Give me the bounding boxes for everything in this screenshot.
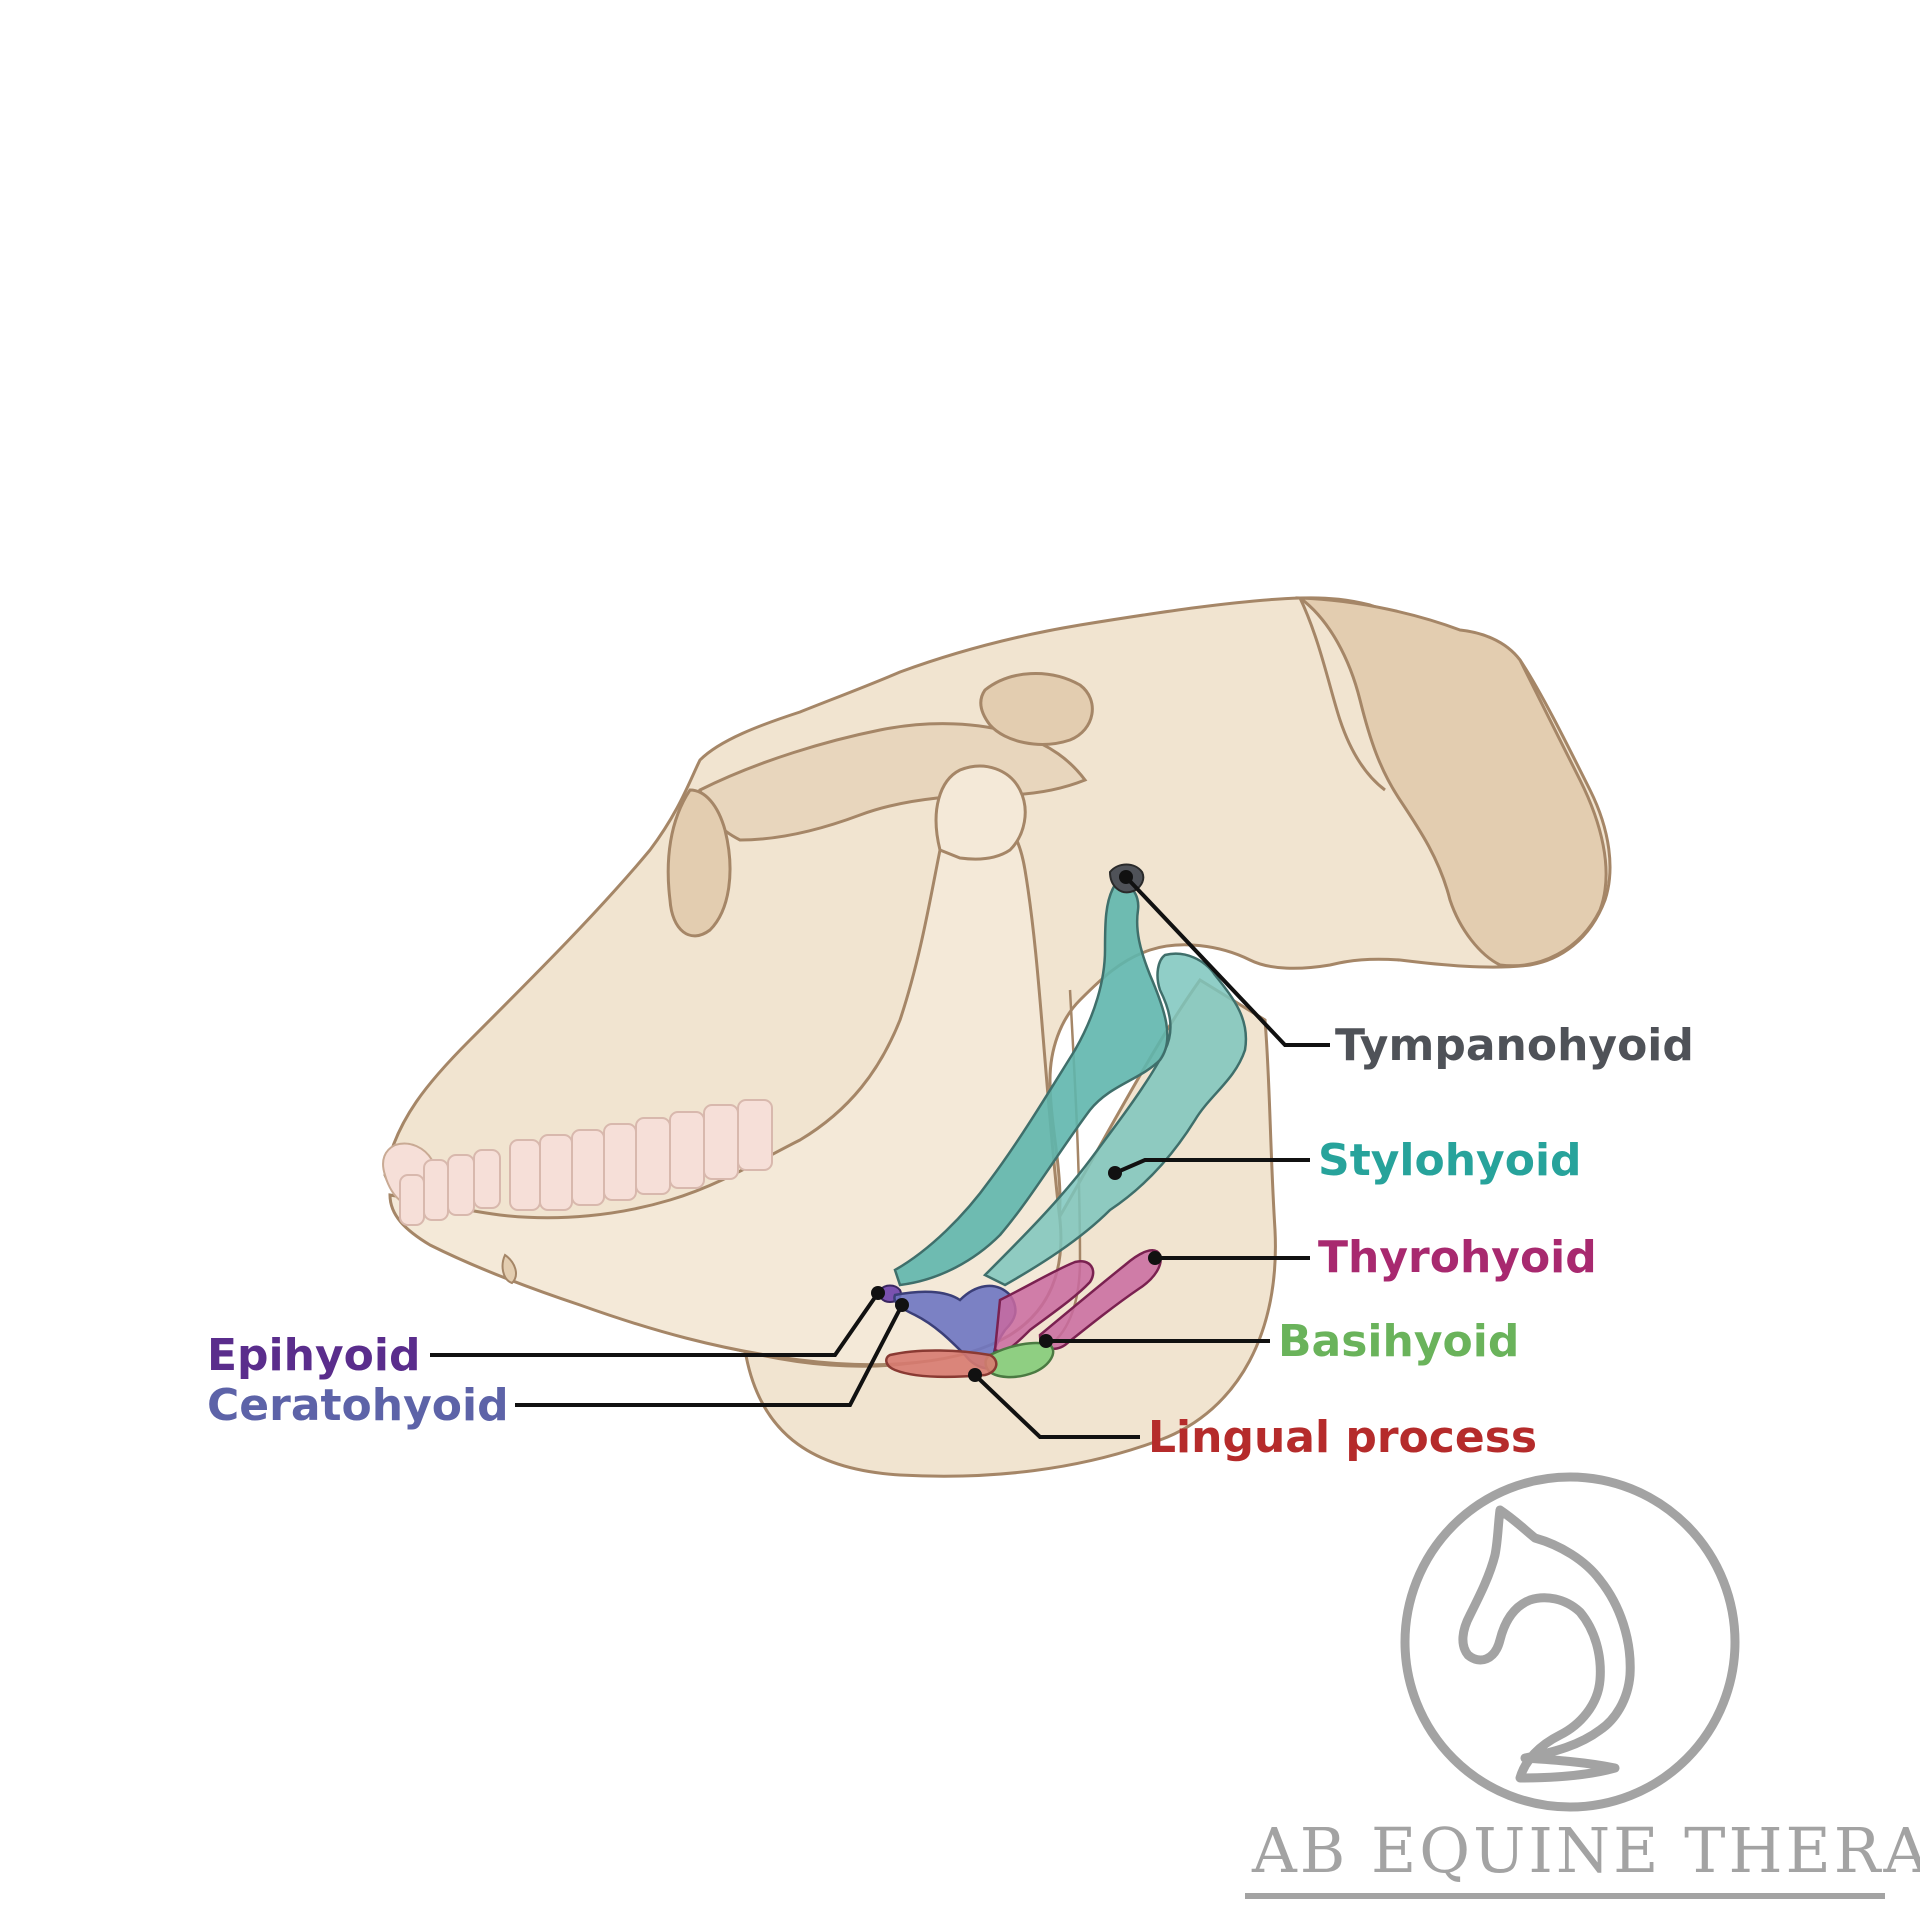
leader-dot: [1148, 1251, 1162, 1265]
stylohyoid-bone-front: [893, 882, 1169, 1287]
brand-underline: [1245, 1893, 1885, 1899]
leader-dot: [1108, 1166, 1122, 1180]
tooth: [447, 1154, 475, 1216]
facial-crest: [666, 788, 732, 938]
hyoid-apparatus: [878, 863, 1248, 1379]
mental-foramen: [501, 1253, 517, 1285]
thyrohyoid-bone: [993, 1259, 1095, 1353]
leader-dot: [1039, 1334, 1053, 1348]
tooth: [635, 1117, 671, 1195]
logo-ring: [1400, 1472, 1740, 1812]
coronoid-process: [934, 764, 1027, 861]
tooth: [737, 1099, 773, 1171]
label-basihyoid: Basihyoid: [1278, 1316, 1519, 1367]
nuchal-crest: [1298, 597, 1386, 792]
tooth: [399, 1174, 425, 1226]
leader-line-stylohyoid: [1114, 1158, 1310, 1175]
label-tympanohyoid: Tympanohyoid: [1335, 1020, 1694, 1071]
thyrohyoid-bone-rear: [1038, 1249, 1162, 1351]
zygomatic-arch: [698, 722, 1088, 842]
occipital-region: [1295, 596, 1608, 968]
label-lingual-process: Lingual process: [1148, 1412, 1537, 1463]
tooth: [509, 1139, 541, 1211]
leader-dot: [895, 1298, 909, 1312]
tooth: [423, 1159, 449, 1221]
label-stylohyoid: Stylohyoid: [1318, 1135, 1582, 1186]
leader-line-tympanohyoid: [1124, 875, 1330, 1047]
leader-line-ceratohyoid: [515, 1304, 904, 1407]
tooth: [571, 1129, 605, 1206]
tooth: [703, 1104, 739, 1180]
orbit: [979, 672, 1094, 746]
tooth: [669, 1111, 705, 1189]
tooth: [539, 1134, 573, 1211]
leader-dot: [968, 1368, 982, 1382]
leader-dots: [871, 870, 1162, 1382]
leader-line-lingual-process: [973, 1373, 1140, 1439]
leader-lines: [430, 875, 1330, 1439]
mandible-body: [388, 812, 1063, 1367]
horse-head-icon: [1458, 1505, 1635, 1783]
label-epihyoid: Epihyoid: [207, 1330, 420, 1381]
label-ceratohyoid: Ceratohyoid: [207, 1380, 509, 1431]
tooth: [473, 1149, 501, 1209]
brand-logo: [1400, 1472, 1740, 1812]
cheek-teeth-row: [399, 1099, 773, 1226]
label-thyrohyoid: Thyrohyoid: [1318, 1232, 1597, 1283]
tooth: [603, 1123, 637, 1201]
brand-name: AB EQUINE THERAPY: [1251, 1814, 1920, 1887]
lingual-process-bone: [885, 1349, 998, 1379]
leader-dot: [871, 1286, 885, 1300]
leader-line-epihyoid: [430, 1291, 880, 1357]
leader-dot: [1119, 870, 1133, 884]
